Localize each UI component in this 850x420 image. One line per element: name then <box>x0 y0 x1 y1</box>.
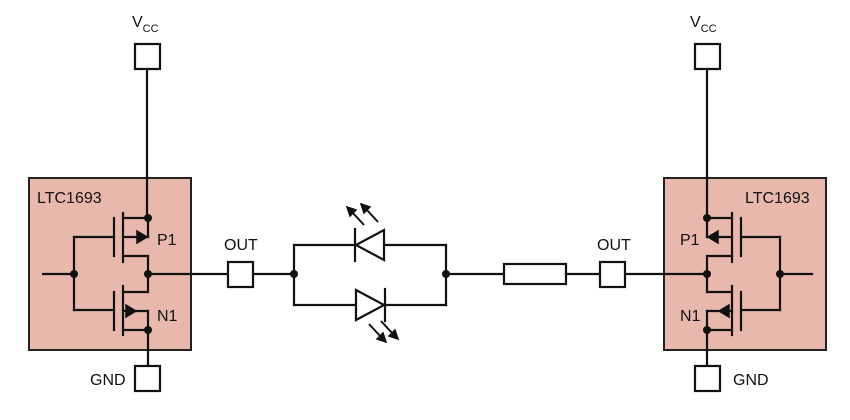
left-vcc-pin <box>133 42 162 71</box>
right-vcc-pin <box>693 42 722 71</box>
left-nmos-transistor <box>72 272 152 337</box>
left-chip-body <box>28 177 192 351</box>
right-vcc-label: VCC <box>690 14 717 35</box>
right-chip-body <box>663 177 827 351</box>
left-chip: LTC1693 VCC P1 <box>28 14 258 393</box>
left-out-pin <box>226 260 255 289</box>
right-pmos-transistor <box>703 211 782 312</box>
right-gnd-pin <box>693 364 722 393</box>
right-chip-part-label: LTC1693 <box>745 190 810 207</box>
right-chip: LTC1693 VCC P1 <box>597 14 827 393</box>
right-out-pin <box>598 260 627 289</box>
left-out-label: OUT <box>224 237 258 254</box>
led-top <box>345 202 386 263</box>
right-out-label: OUT <box>597 237 631 254</box>
left-gnd-pin <box>133 364 162 393</box>
left-chip-part-label: LTC1693 <box>37 190 102 207</box>
right-nmos-label: N1 <box>680 308 701 325</box>
left-vcc-label: VCC <box>132 14 159 35</box>
right-pmos-label: P1 <box>680 232 700 249</box>
led-pair <box>251 202 450 344</box>
right-gnd-label: GND <box>733 372 769 389</box>
left-input-node <box>70 270 78 278</box>
left-nmos-label: N1 <box>157 308 178 325</box>
left-gnd-label: GND <box>90 372 126 389</box>
led-bottom <box>354 287 400 344</box>
resistor <box>444 262 602 286</box>
left-pmos-label: P1 <box>157 232 177 249</box>
right-nmos-transistor <box>703 272 782 337</box>
resistor-body <box>502 262 568 286</box>
